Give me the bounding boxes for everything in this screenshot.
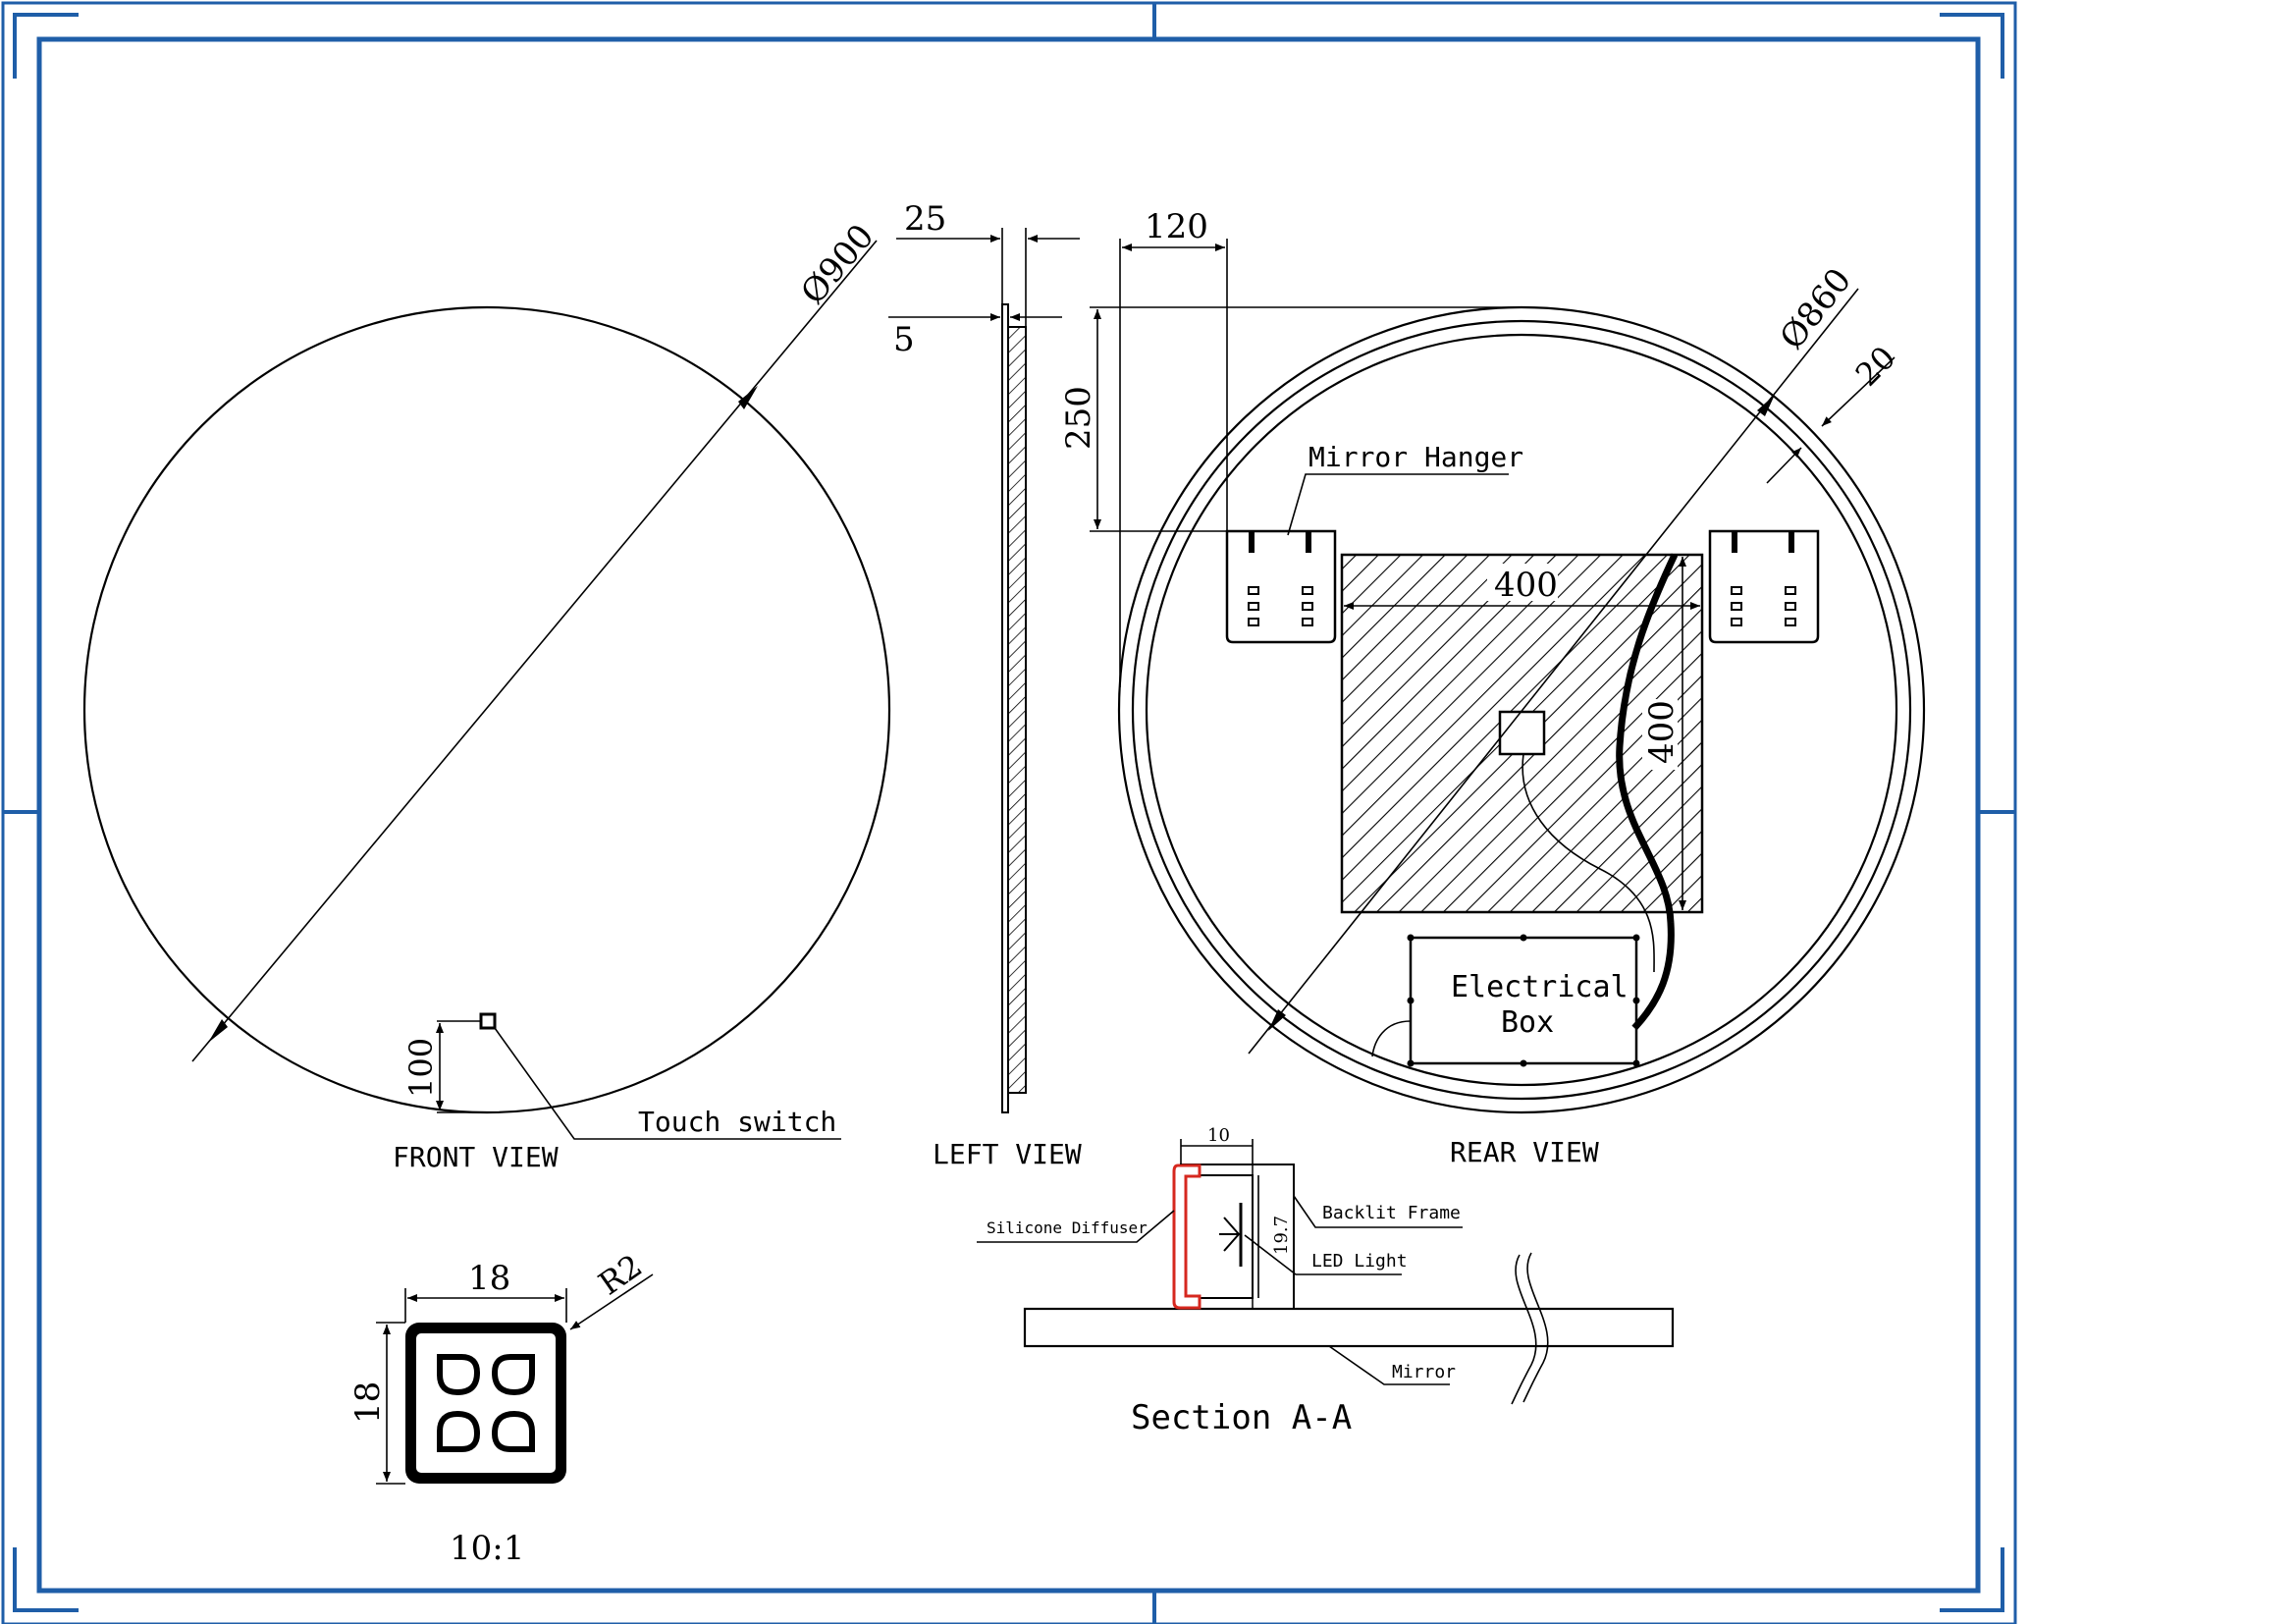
- hanger-leader: [1287, 473, 1509, 536]
- backlit-frame-inner: [1190, 1174, 1254, 1299]
- break-line: [1511, 1254, 1537, 1405]
- break-line: [1522, 1252, 1549, 1403]
- hanger-y-label: 250: [1059, 386, 1098, 450]
- mirror-outline: [82, 305, 891, 1114]
- detail-scale-label: 10:1: [450, 1529, 524, 1568]
- front-view: Ø900 Touch switch 100 FRONT VIEW: [82, 217, 891, 1173]
- switch-outline-inner: [416, 1333, 556, 1473]
- section-height-label: 19.7: [1271, 1216, 1292, 1255]
- box-label-line1: Electrical: [1451, 970, 1629, 1004]
- box-label-line2: Box: [1501, 1005, 1554, 1040]
- thickness-total-label: 25: [904, 199, 946, 239]
- diffuser-label: Silicone Diffuser: [987, 1218, 1148, 1237]
- diameter-dimension-line: [1248, 288, 1859, 1055]
- switch-height-label: 18: [348, 1381, 388, 1424]
- power-cable: [1616, 553, 1679, 1031]
- arrowhead: [1757, 395, 1775, 416]
- front-view-title: FRONT VIEW: [393, 1141, 559, 1173]
- touch-switch-label: Touch switch: [638, 1106, 836, 1138]
- rear-view-title: REAR VIEW: [1450, 1136, 1599, 1168]
- radius-leader: [569, 1273, 654, 1330]
- pad-height-label: 400: [1642, 700, 1682, 764]
- touch-switch-leader: [494, 1027, 841, 1140]
- frame-label: Backlit Frame: [1322, 1203, 1461, 1223]
- mirror-hanger-left: [1225, 529, 1337, 644]
- mirror-label: Mirror: [1392, 1362, 1456, 1382]
- rear-view: 400 400 Mirror Hange: [1059, 207, 1926, 1168]
- diameter-dimension-line: [191, 240, 878, 1062]
- rim-dimension-line: [1766, 447, 1802, 484]
- backing-frame-section: [1007, 326, 1027, 1094]
- backlit-frame-profile: [1180, 1164, 1295, 1310]
- backlit-frame-ring-inner: [1145, 333, 1898, 1087]
- label-mask: [1642, 699, 1678, 770]
- left-view: 25 5 LEFT VIEW: [888, 199, 1082, 1170]
- left-view-title: LEFT VIEW: [933, 1138, 1082, 1170]
- section-title: Section A-A: [1131, 1398, 1352, 1437]
- four-petal-icon: [437, 1354, 535, 1452]
- touch-switch-detail: 18 18 R2 10:1: [348, 1247, 654, 1568]
- section-width-label: 10: [1207, 1125, 1230, 1146]
- power-lead: [1371, 1020, 1412, 1057]
- mirror-leader: [1328, 1345, 1450, 1385]
- touch-offset-label: 100: [402, 1038, 440, 1098]
- drawing-frame: [1, 1, 2017, 1624]
- section-a-a: 10 19.7 Silicone Diffuser Backlit Frame …: [977, 1125, 1675, 1437]
- section-mirror: [1023, 1307, 1675, 1348]
- hanger-label: Mirror Hanger: [1308, 441, 1523, 473]
- hanger-x-label: 120: [1145, 207, 1208, 246]
- pad-width-label: 400: [1494, 566, 1558, 605]
- led-label: LED Light: [1311, 1251, 1408, 1272]
- junction-box: [1498, 710, 1546, 756]
- switch-width-label: 18: [468, 1259, 510, 1298]
- arrowhead: [738, 386, 758, 409]
- touch-switch-marker: [479, 1012, 497, 1030]
- heating-cable: [1522, 753, 1655, 973]
- silicone-diffuser: [1172, 1164, 1201, 1310]
- diffuser-leader: [977, 1210, 1175, 1243]
- mirror-hanger-right: [1708, 529, 1820, 644]
- switch-radius-label: R2: [592, 1247, 649, 1303]
- backlit-frame-ring-outer: [1131, 319, 1912, 1101]
- rim-dimension-line: [1821, 356, 1896, 427]
- frame-leader: [1293, 1195, 1463, 1228]
- thickness-glass-label: 5: [893, 320, 915, 359]
- arrowhead: [1268, 1009, 1286, 1031]
- arrowhead: [208, 1019, 228, 1043]
- led-leader: [1244, 1234, 1402, 1275]
- rim-width-label: 20: [1848, 339, 1903, 394]
- diameter-label: Ø900: [793, 217, 881, 312]
- label-mask: [1487, 564, 1558, 601]
- electrical-box: Electrical Box: [1407, 934, 1640, 1067]
- led-light-symbol: [1219, 1217, 1241, 1252]
